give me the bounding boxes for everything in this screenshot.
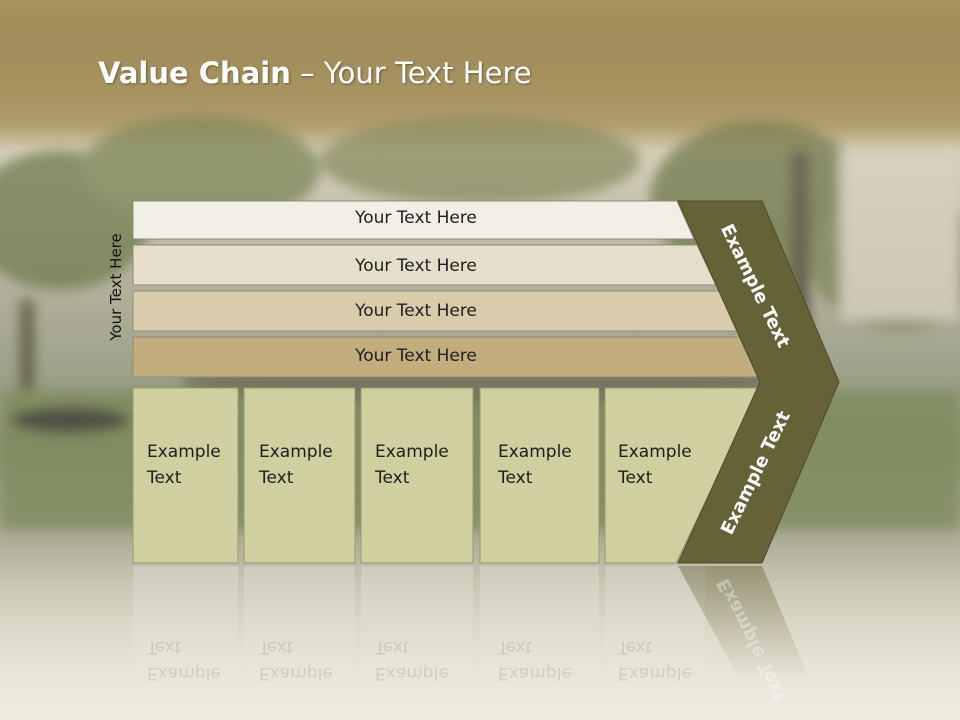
margin-chevron[interactable] [677,200,840,564]
activity-box-3[interactable] [360,387,474,564]
activity-box-4[interactable] [479,387,600,564]
activity-box-2[interactable] [243,387,356,564]
slide-title: Value Chain – Your Text Here [98,56,532,90]
title-bold: Value Chain [98,56,291,90]
support-row-2-label: Your Text Here [355,256,477,276]
support-row-4-label: Your Text Here [355,346,477,366]
support-row-1[interactable] [132,200,695,240]
activity-box-1[interactable] [132,387,239,564]
title-rest: – Your Text Here [290,56,532,90]
activity-box-5[interactable] [604,387,761,564]
diagram-reflection [133,566,810,686]
support-row-1-label: Your Text Here [355,208,477,228]
support-row-3-label: Your Text Here [355,301,477,321]
